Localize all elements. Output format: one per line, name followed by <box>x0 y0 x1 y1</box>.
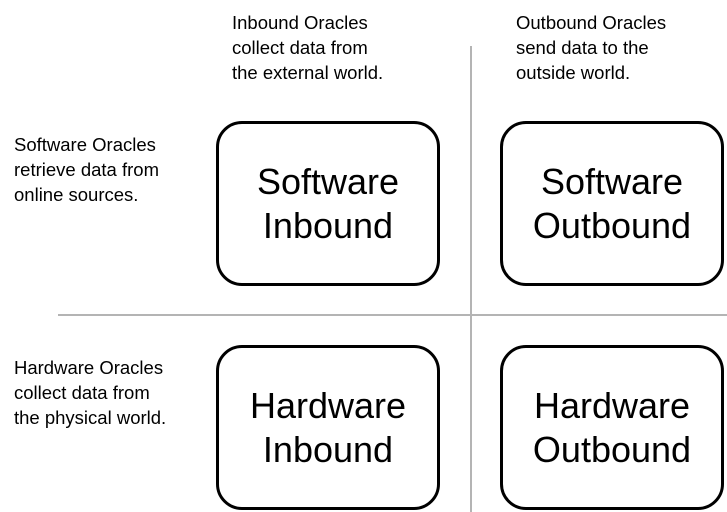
outbound-column-description: Outbound Oracles send data to the outsid… <box>516 12 667 83</box>
hardware-outbound-box: Hardware Outbound <box>500 345 724 510</box>
software-outbound-label: Software Outbound <box>532 160 692 246</box>
vertical-divider <box>470 46 472 512</box>
software-row-description: Software Oracles retrieve data from onli… <box>14 134 159 205</box>
software-outbound-box: Software Outbound <box>500 121 724 286</box>
hardware-inbound-box: Hardware Inbound <box>216 345 440 510</box>
horizontal-divider <box>58 314 727 316</box>
software-inbound-box: Software Inbound <box>216 121 440 286</box>
hardware-inbound-label: Hardware Inbound <box>249 384 407 470</box>
hardware-outbound-label: Hardware Outbound <box>532 384 692 470</box>
inbound-column-description: Inbound Oracles collect data from the ex… <box>232 12 384 83</box>
hardware-row-description: Hardware Oracles collect data from the p… <box>14 357 167 428</box>
software-inbound-label: Software Inbound <box>256 160 400 246</box>
